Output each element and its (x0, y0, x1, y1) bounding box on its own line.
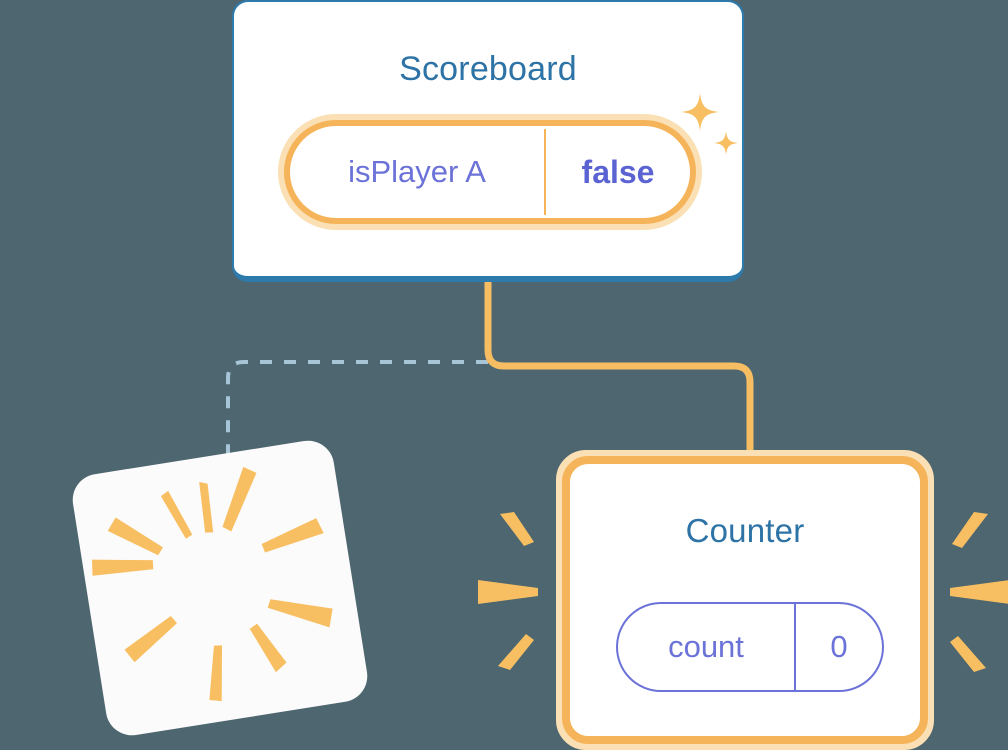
scoreboard-state-key: isPlayer A (348, 154, 486, 189)
scoreboard-card[interactable]: Scoreboard isPlayer A false (232, 0, 744, 282)
scoreboard-state-pill[interactable]: isPlayer A false (278, 114, 702, 230)
connector-scoreboard-to-counter (484, 282, 754, 452)
pill-divider (544, 129, 546, 215)
sparkle-large-icon (681, 93, 719, 131)
sparkles-group (681, 93, 738, 155)
counter-ray-left-bottom-icon (498, 634, 534, 670)
burst-ray-n-icon (199, 481, 214, 533)
counter-rays-left-group (478, 512, 538, 670)
counter-ray-right-bottom-icon (950, 636, 986, 672)
burst-ray-ese-icon (267, 599, 333, 628)
blank-card[interactable] (68, 436, 372, 740)
counter-title: Counter (685, 512, 805, 549)
counter-ray-left-middle-icon (478, 580, 538, 604)
burst-ray-ene-icon (261, 518, 324, 553)
scoreboard-title: Scoreboard (399, 50, 577, 88)
counter-state-value: 0 (830, 629, 848, 664)
counter-ray-left-top-icon (500, 512, 534, 546)
sparkle-small-icon (714, 131, 738, 155)
counter-ray-right-top-icon (952, 512, 988, 548)
burst-ray-nne-icon (222, 466, 257, 532)
burst-ray-s-icon (209, 645, 223, 702)
blank-card-burst-group (91, 466, 333, 702)
counter-card[interactable]: Counter count 0 (556, 450, 934, 750)
pill-highlight-halo (278, 114, 702, 230)
pill-highlight-ring: isPlayer A false (284, 120, 696, 224)
burst-ray-ssw-icon (124, 616, 177, 663)
counter-pill-divider (794, 604, 796, 690)
counter-state-key: count (668, 629, 744, 664)
scoreboard-state-value: false (581, 153, 655, 190)
burst-ray-wsw-icon (91, 559, 154, 576)
counter-rays-right-group (950, 512, 1008, 672)
counter-highlight-halo (556, 450, 934, 750)
burst-ray-wnw-icon (107, 517, 163, 556)
counter-state-pill[interactable]: count 0 (616, 602, 884, 692)
burst-ray-nnw-icon (160, 490, 193, 539)
counter-highlight-ring: Counter count 0 (562, 456, 928, 744)
counter-ray-right-middle-icon (950, 580, 1008, 604)
burst-ray-sse-icon (249, 623, 287, 673)
